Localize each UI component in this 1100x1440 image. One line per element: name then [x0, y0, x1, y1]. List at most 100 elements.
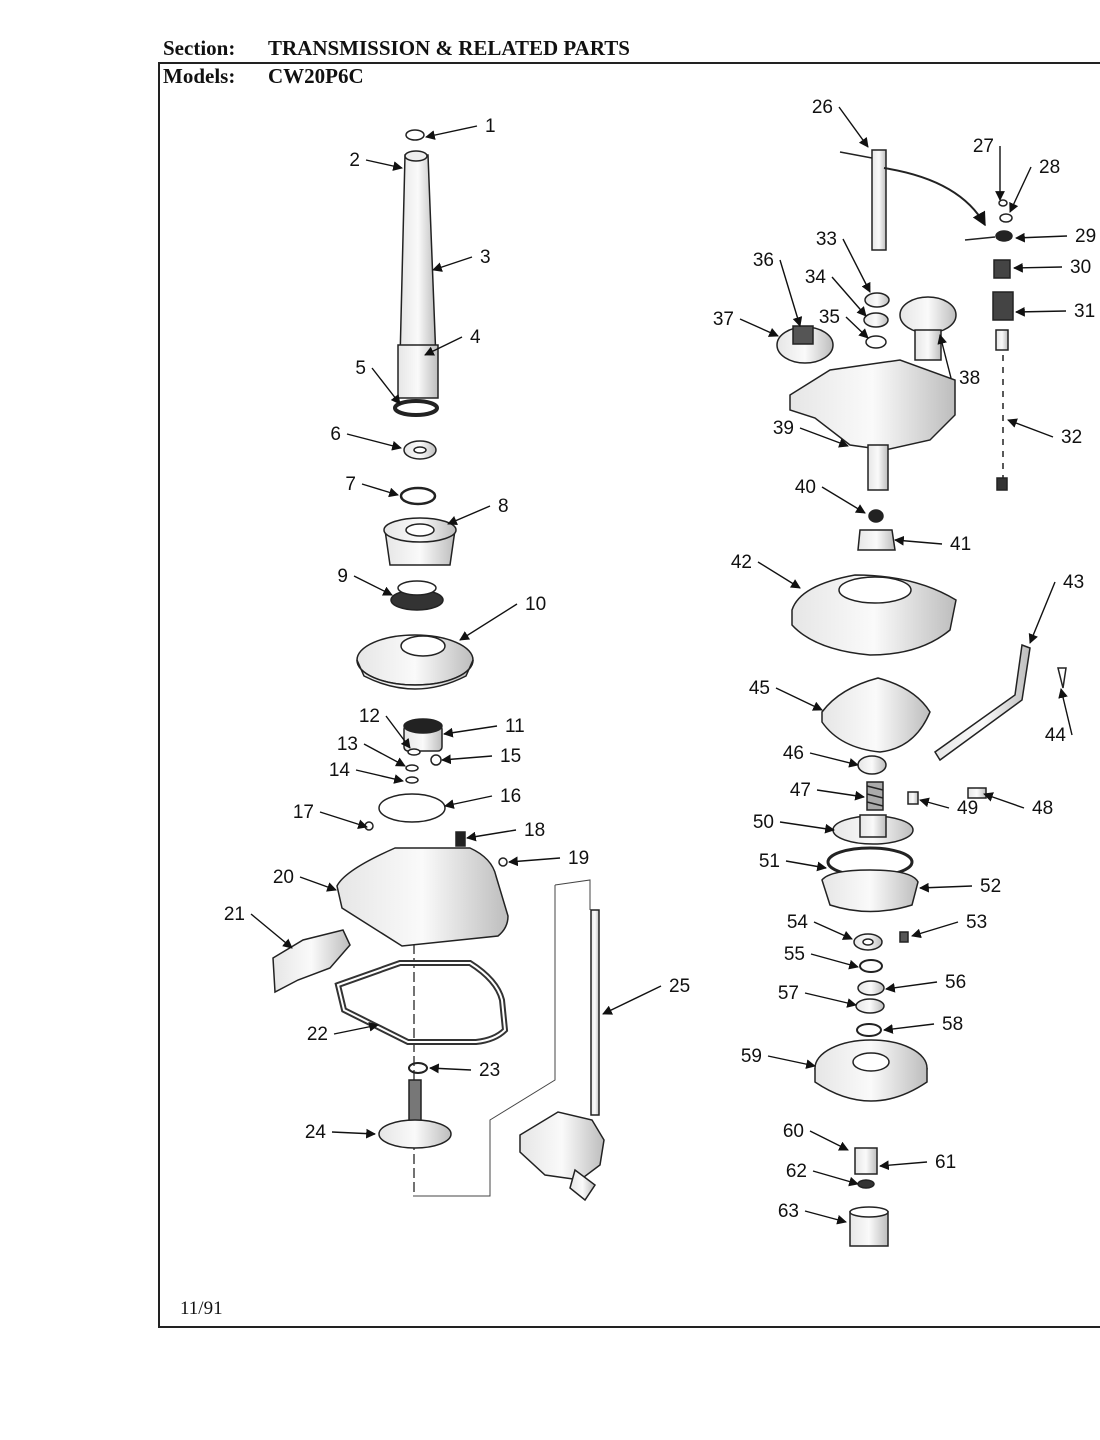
section-title: TRANSMISSION & RELATED PARTS — [268, 36, 630, 60]
callout-leader-24 — [331, 1128, 376, 1139]
callout-number-35: 35 — [819, 307, 840, 328]
callout-number-55: 55 — [784, 944, 805, 965]
callout-number-20: 20 — [273, 867, 294, 888]
callout-leader-12 — [385, 715, 411, 749]
callout-number-30: 30 — [1070, 257, 1091, 278]
callout-number-49: 49 — [957, 798, 978, 819]
callout-leader-31 — [1015, 306, 1067, 317]
callout-leader-32 — [1007, 418, 1054, 438]
callout-number-45: 45 — [749, 678, 770, 699]
callout-number-8: 8 — [498, 496, 509, 517]
callout-leader-10 — [459, 603, 518, 641]
callout-leader-7 — [361, 483, 399, 498]
callout-number-61: 61 — [935, 1152, 956, 1173]
callout-number-41: 41 — [950, 534, 971, 555]
callout-leader-1 — [425, 125, 478, 140]
callout-leader-37 — [739, 318, 779, 337]
callout-number-25: 25 — [669, 976, 690, 997]
callout-leader-57 — [804, 992, 857, 1008]
callout-leader-44 — [1058, 688, 1073, 736]
callout-leader-45 — [775, 687, 823, 711]
callout-leader-2 — [365, 159, 403, 171]
callout-number-42: 42 — [731, 552, 752, 573]
callout-leader-6 — [346, 433, 402, 451]
callout-number-51: 51 — [759, 851, 780, 872]
callout-number-9: 9 — [337, 566, 348, 587]
callout-leader-48 — [983, 792, 1025, 809]
callout-number-5: 5 — [355, 358, 366, 379]
callout-number-36: 36 — [753, 250, 774, 271]
callout-number-7: 7 — [345, 474, 356, 495]
callout-leader-4 — [424, 336, 463, 356]
callout-number-16: 16 — [500, 786, 521, 807]
callout-number-24: 24 — [305, 1122, 327, 1143]
callout-number-62: 62 — [786, 1161, 807, 1182]
callout-number-39: 39 — [773, 418, 794, 439]
callout-number-3: 3 — [480, 247, 491, 268]
callout-number-15: 15 — [500, 746, 521, 767]
callout-number-28: 28 — [1039, 157, 1060, 178]
callout-number-29: 29 — [1075, 226, 1096, 247]
callout-leader-54 — [813, 921, 853, 940]
callout-leader-50 — [779, 821, 835, 834]
callout-number-60: 60 — [783, 1121, 804, 1142]
callout-leader-56 — [885, 981, 938, 993]
callout-number-31: 31 — [1074, 301, 1095, 322]
callout-leader-8 — [447, 505, 491, 526]
callout-leader-20 — [299, 876, 337, 892]
callout-number-54: 54 — [787, 912, 809, 933]
callout-leader-17 — [319, 811, 368, 829]
callout-leader-63 — [804, 1210, 847, 1225]
callout-number-26: 26 — [812, 97, 833, 118]
diagram-frame — [158, 62, 1100, 1328]
callout-leader-59 — [767, 1055, 816, 1069]
callout-number-32: 32 — [1061, 427, 1082, 448]
callout-number-2: 2 — [349, 150, 360, 171]
callout-leader-53 — [911, 921, 959, 939]
callout-leader-49 — [919, 797, 950, 809]
callout-leader-26 — [838, 106, 869, 148]
callout-number-47: 47 — [790, 780, 811, 801]
left-assembly — [272, 129, 605, 1202]
callout-number-6: 6 — [330, 424, 341, 445]
callout-leader-60 — [809, 1130, 849, 1151]
callout-leader-14 — [355, 769, 404, 784]
callout-number-14: 14 — [329, 760, 351, 781]
callout-leader-13 — [363, 743, 406, 767]
callout-number-21: 21 — [224, 904, 245, 925]
callout-leader-40 — [821, 486, 866, 514]
callout-leader-62 — [812, 1170, 859, 1187]
section-label: Section: — [163, 36, 236, 60]
callout-leader-41 — [894, 535, 943, 546]
callout-leader-38 — [937, 334, 952, 379]
callout-number-17: 17 — [293, 802, 314, 823]
callout-number-1: 1 — [485, 116, 496, 137]
callout-leader-29 — [1015, 232, 1068, 243]
callout-leader-33 — [842, 238, 871, 293]
callout-leader-58 — [883, 1023, 935, 1034]
callout-number-48: 48 — [1032, 798, 1053, 819]
callout-number-44: 44 — [1045, 725, 1067, 746]
callout-leader-18 — [466, 829, 517, 842]
callout-number-50: 50 — [753, 812, 774, 833]
callout-leader-15 — [441, 754, 493, 765]
models-value: CW20P6C — [268, 64, 364, 88]
callout-number-33: 33 — [816, 229, 837, 250]
callout-number-43: 43 — [1063, 572, 1084, 593]
callout-number-46: 46 — [783, 743, 804, 764]
callout-number-53: 53 — [966, 912, 987, 933]
callout-leader-16 — [444, 795, 493, 809]
callout-number-59: 59 — [741, 1046, 762, 1067]
callout-number-13: 13 — [337, 734, 358, 755]
callout-leader-43 — [1028, 581, 1056, 644]
callout-leader-46 — [809, 752, 859, 768]
callout-leader-51 — [785, 860, 827, 872]
callout-layer: 1234567891011121314151617181920212223242… — [224, 97, 1096, 1225]
callout-number-12: 12 — [359, 706, 380, 727]
callout-leader-39 — [799, 427, 849, 448]
callout-leader-47 — [816, 789, 865, 801]
callout-number-63: 63 — [778, 1201, 799, 1222]
callout-leader-28 — [1009, 166, 1032, 213]
callout-number-40: 40 — [795, 477, 816, 498]
